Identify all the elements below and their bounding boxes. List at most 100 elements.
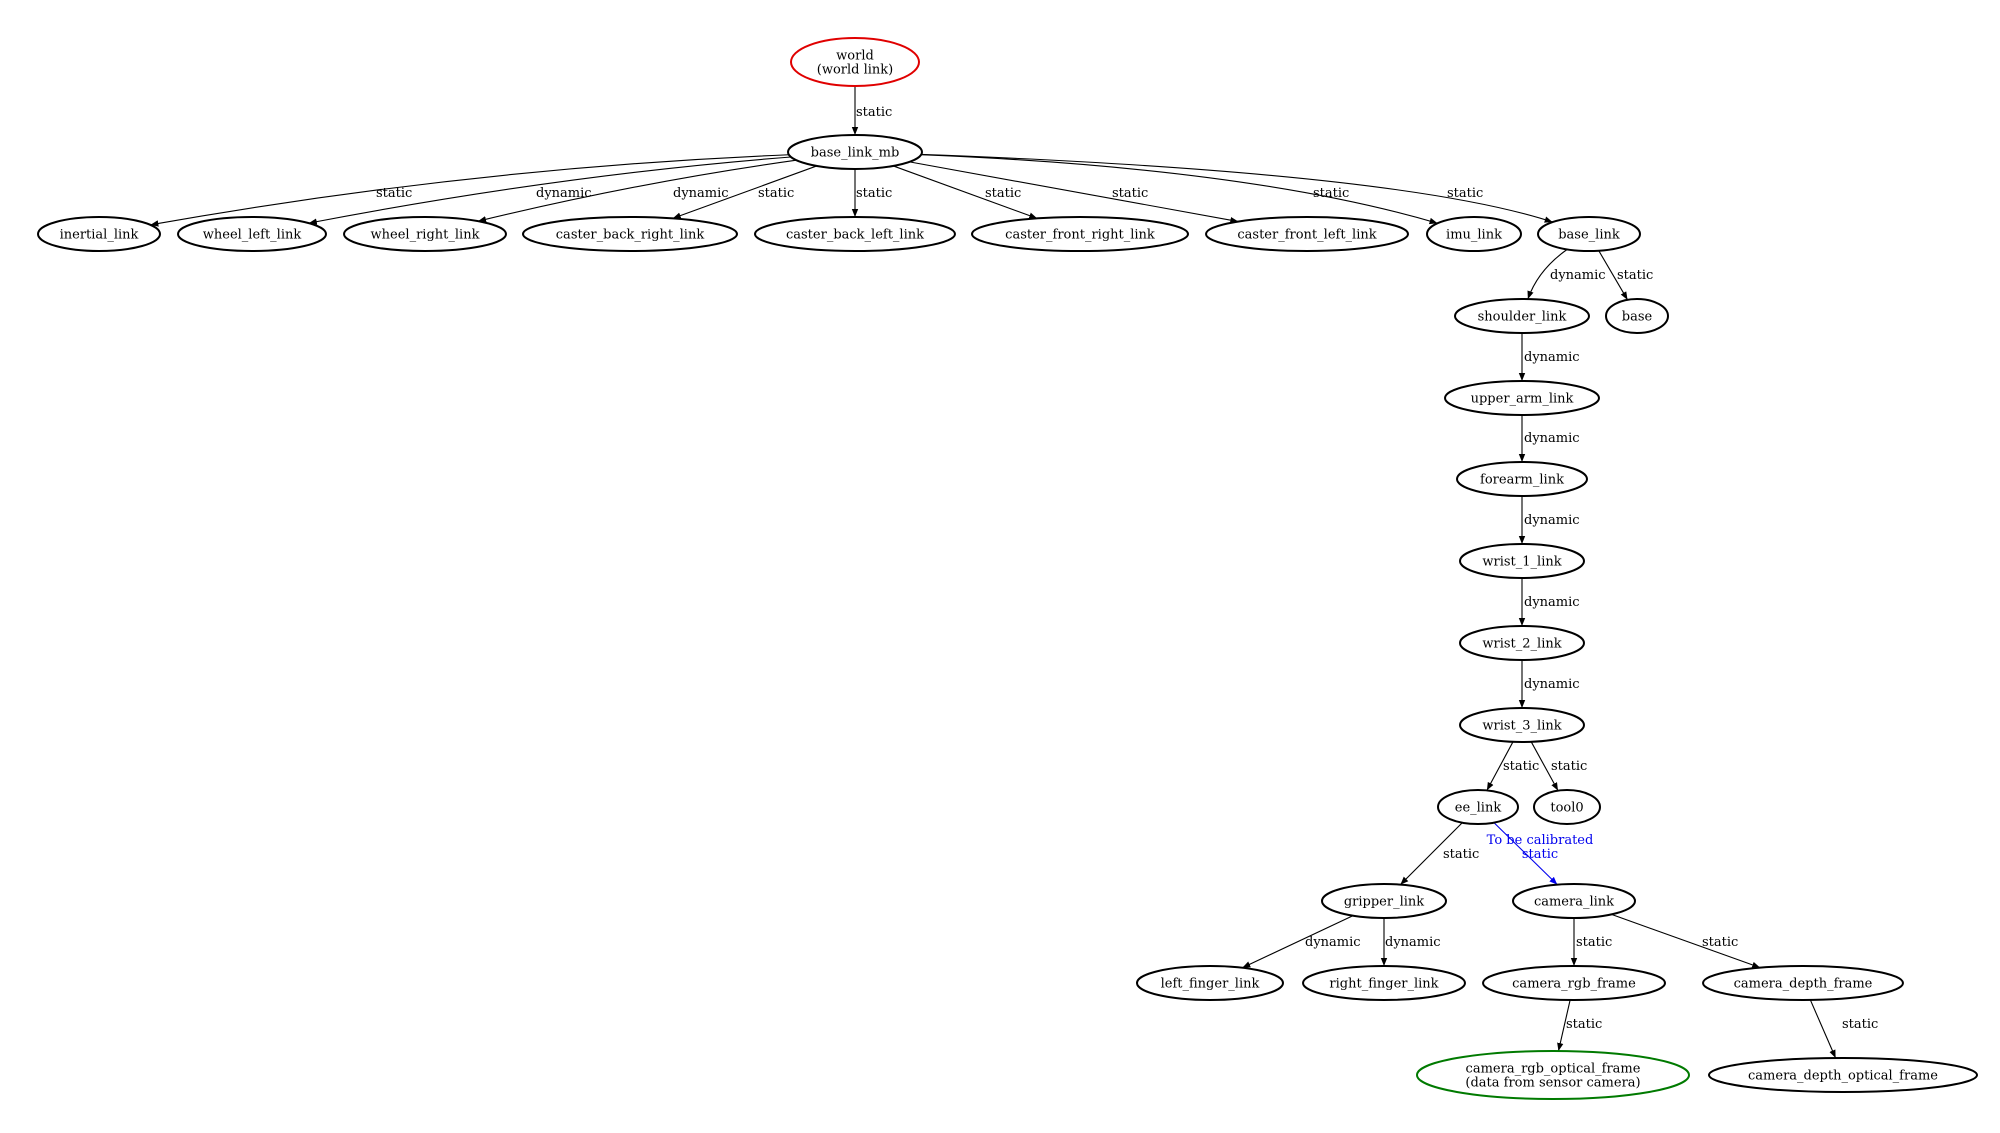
node-base: base <box>1605 298 1669 334</box>
node-ellipse <box>522 216 738 252</box>
edge-label: dynamic <box>673 186 729 201</box>
edge-label: dynamic <box>536 186 592 201</box>
node-ellipse <box>1702 965 1904 1001</box>
edge-label: static <box>1842 1017 1878 1032</box>
edge-label: static <box>1551 759 1587 774</box>
node-ellipse <box>1456 461 1588 497</box>
node-caster-back-left-link: caster_back_left_link <box>754 216 956 252</box>
node-label: imu_link <box>1446 228 1502 243</box>
node-ellipse <box>1416 1050 1690 1100</box>
edge-wrist-2-link-to-wrist-3-link: dynamic <box>1518 660 1580 708</box>
node-ellipse <box>1512 883 1636 919</box>
node-label: wheel_left_link <box>203 228 302 243</box>
edge-label: dynamic <box>1524 431 1580 446</box>
edge-label: dynamic <box>1524 350 1580 365</box>
edge-gripper-link-to-right-finger-link: dynamic <box>1380 918 1441 966</box>
node-label: world <box>836 49 874 64</box>
edge-label: static <box>1522 847 1558 862</box>
edge-base-link-mb-to-caster-front-left-link: static <box>909 161 1239 224</box>
node-label: base_link_mb <box>811 146 900 161</box>
node-left-finger-link: left_finger_link <box>1136 965 1284 1001</box>
edge-label: static <box>376 186 412 201</box>
nodes-layer: world(world link)base_link_mbinertial_li… <box>37 37 1978 1100</box>
edge-line <box>1400 822 1463 885</box>
edge-forearm-link-to-wrist-1-link: dynamic <box>1518 496 1580 544</box>
node-ellipse <box>1302 965 1466 1001</box>
edge-base-link-mb-to-imu-link: static <box>921 154 1438 225</box>
node-label: forearm_link <box>1480 473 1564 488</box>
node-camera-depth-optical-frame: camera_depth_optical_frame <box>1708 1057 1978 1093</box>
node-caster-front-right-link: caster_front_right_link <box>971 216 1189 252</box>
node-label: caster_front_left_link <box>1237 228 1376 243</box>
edge-label: static <box>1447 186 1483 201</box>
node-label: ee_link <box>1455 801 1502 816</box>
node-label: shoulder_link <box>1478 310 1567 325</box>
edge-line <box>1809 999 1837 1059</box>
node-label: wrist_3_link <box>1482 719 1561 734</box>
node-ellipse <box>1437 789 1519 825</box>
edge-label: static <box>1313 186 1349 201</box>
edge-label: dynamic <box>1524 595 1580 610</box>
edge-label: To be calibrated <box>1487 833 1594 848</box>
node-ee-link: ee_link <box>1437 789 1519 825</box>
edge-line <box>909 161 1239 224</box>
edge-label: static <box>856 105 892 120</box>
edge-line <box>921 153 1553 223</box>
node-forearm-link: forearm_link <box>1456 461 1588 497</box>
edge-camera-depth-frame-to-camera-depth-optical-frame: static <box>1809 999 1878 1059</box>
node-label: camera_rgb_frame <box>1512 977 1636 992</box>
edge-label: static <box>1617 268 1653 283</box>
edge-world-to-base-link-mb: static <box>851 86 892 135</box>
edge-label: dynamic <box>1305 935 1361 950</box>
node-ellipse <box>1537 216 1641 252</box>
node-shoulder-link: shoulder_link <box>1454 298 1590 334</box>
edge-line <box>1530 741 1559 791</box>
edge-base-link-mb-to-caster-back-left-link: static <box>851 169 892 217</box>
node-ellipse <box>1321 883 1447 919</box>
node-label: tool0 <box>1550 801 1583 816</box>
edge-label: static <box>1503 759 1539 774</box>
node-ellipse <box>37 216 161 252</box>
edge-upper-arm-link-to-forearm-link: dynamic <box>1518 415 1580 462</box>
edge-line <box>1493 822 1558 886</box>
edge-line <box>477 159 797 223</box>
edge-label: static <box>1443 847 1479 862</box>
edge-label: static <box>1112 186 1148 201</box>
node-ellipse <box>1482 965 1666 1001</box>
edge-base-link-mb-to-caster-back-right-link: static <box>672 165 817 219</box>
node-tool0: tool0 <box>1533 789 1601 825</box>
edge-line <box>921 154 1438 225</box>
edge-base-link-mb-to-wheel-right-link: dynamic <box>477 159 797 223</box>
edge-label: static <box>1576 935 1612 950</box>
node-label: camera_rgb_optical_frame <box>1466 1062 1641 1077</box>
edge-base-link-mb-to-wheel-left-link: dynamic <box>308 156 791 225</box>
node-wrist-2-link: wrist_2_link <box>1459 625 1585 661</box>
node-label: camera_depth_frame <box>1734 977 1873 992</box>
node-ellipse <box>1708 1057 1978 1093</box>
node-base-link: base_link <box>1537 216 1641 252</box>
edge-shoulder-link-to-upper-arm-link: dynamic <box>1518 333 1580 381</box>
edge-ee-link-to-gripper-link: static <box>1400 822 1479 885</box>
node-label: right_finger_link <box>1329 977 1438 992</box>
node-ellipse <box>1136 965 1284 1001</box>
edge-line <box>893 165 1038 219</box>
node-ellipse <box>1605 298 1669 334</box>
node-ellipse <box>1426 216 1522 252</box>
edge-base-link-mb-to-base-link: static <box>921 153 1553 223</box>
node-ellipse <box>787 134 923 170</box>
node-label: caster_front_right_link <box>1005 228 1155 243</box>
node-wrist-3-link: wrist_3_link <box>1459 707 1585 743</box>
node-ellipse <box>971 216 1189 252</box>
node-caster-back-right-link: caster_back_right_link <box>522 216 738 252</box>
edge-line <box>150 154 789 227</box>
node-gripper-link: gripper_link <box>1321 883 1447 919</box>
edge-label: static <box>1566 1017 1602 1032</box>
edge-camera-link-to-camera-rgb-frame: static <box>1570 918 1612 966</box>
edge-line <box>672 165 817 219</box>
edge-gripper-link-to-left-finger-link: dynamic <box>1242 915 1361 969</box>
edge-base-link-to-shoulder-link: dynamic <box>1527 248 1606 300</box>
node-ellipse <box>343 216 507 252</box>
edge-label: static <box>1702 935 1738 950</box>
